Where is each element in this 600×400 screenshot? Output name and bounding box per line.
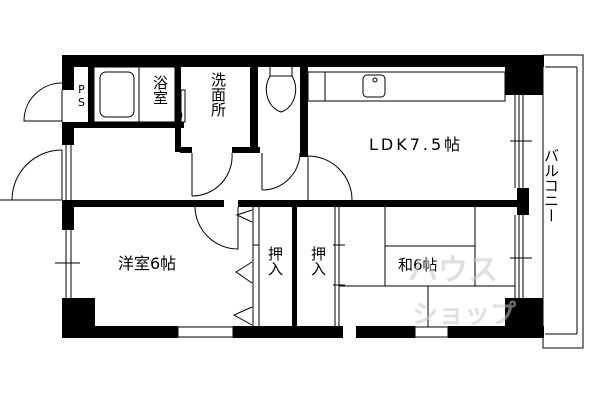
ps-label: PS: [75, 83, 88, 109]
fixtures: [93, 66, 506, 123]
ldk-label: LDK7.5帖: [369, 135, 464, 154]
windows: [55, 89, 532, 338]
balcony-label: バルコニー: [542, 148, 560, 223]
western-room-label: 洋室6帖: [118, 254, 177, 273]
japanese-room-label: 和6帖: [398, 256, 438, 274]
closet-2-label: 押入: [309, 246, 327, 276]
closet-1-label: 押入: [266, 246, 284, 276]
doors: [0, 82, 353, 250]
watermark-line1: ハウス: [408, 253, 498, 288]
interior-walls: [74, 67, 518, 327]
washroom-label: 洗面所: [209, 72, 227, 117]
watermark-line2: ショップ: [412, 300, 517, 330]
bath-label: 浴室: [151, 75, 169, 105]
outer-walls: [62, 55, 544, 338]
tatami-lines: [339, 207, 515, 327]
balcony-outline: [542, 54, 584, 349]
closet-details: [232, 207, 345, 327]
